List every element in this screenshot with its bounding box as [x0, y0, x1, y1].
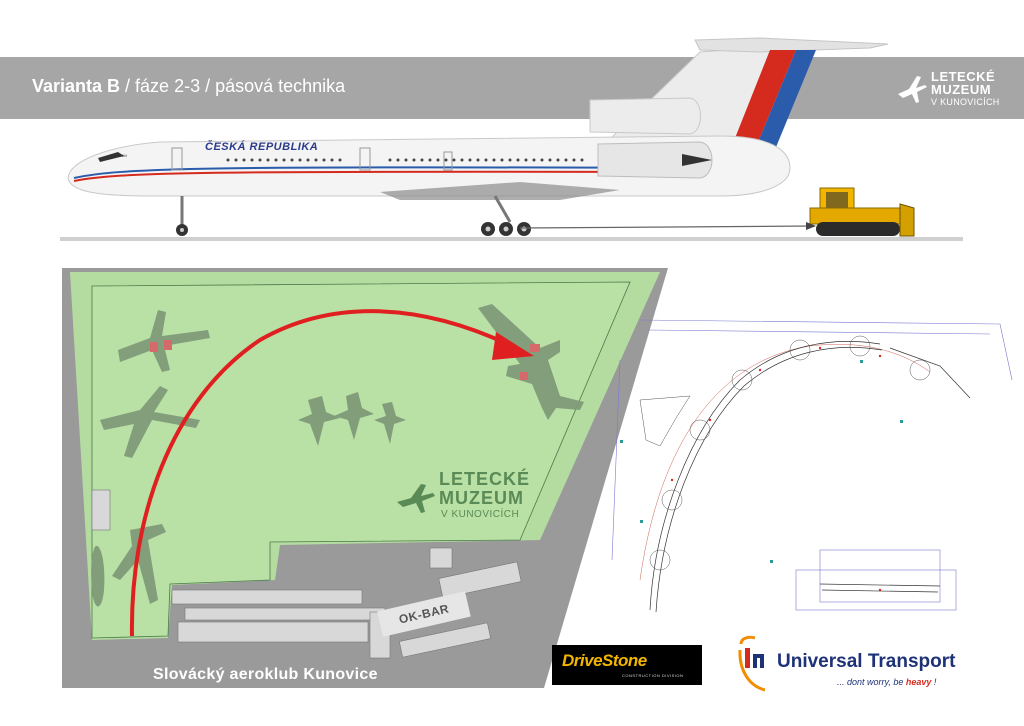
drivestone-logo: DriveStone CONSTRUCTION DIVISION	[552, 645, 702, 685]
ground-line	[60, 237, 963, 241]
airplane-icon	[397, 484, 435, 513]
universal-transport-logo: Universal Transport ... dont worry, be h…	[735, 634, 985, 694]
drivestone-name: DriveStone	[562, 651, 647, 670]
museum-logo-line1: LETECKÉ	[931, 69, 996, 84]
museum-logo-line3: V KUNOVICÍCH	[931, 97, 1000, 107]
museum-logo-map: LETECKÉ MUZEUM V KUNOVICÍCH	[395, 470, 555, 530]
museum-logo-header: LETECKÉ MUZEUM V KUNOVICÍCH	[895, 68, 1005, 112]
livery-text: ČESKÁ REPUBLIKA	[205, 141, 319, 153]
ut-tag-suffix: !	[931, 677, 937, 687]
header-band	[0, 57, 1024, 119]
title-variant: Varianta B	[32, 76, 121, 96]
route-arrow-icon	[129, 309, 521, 637]
title-phase: / fáze 2-3 / pásová technika	[120, 76, 346, 96]
ut-logo-icon	[738, 635, 766, 692]
museum-map-line3: V KUNOVICÍCH	[441, 509, 520, 520]
museum-map-line1: LETECKÉ	[439, 469, 531, 489]
page-title: Varianta B / fáze 2-3 / pásová technika	[32, 76, 345, 97]
ut-tag-heavy: heavy	[905, 677, 932, 687]
ut-tagline: ... dont worry, be heavy !	[837, 677, 936, 687]
registration-text: TU-154M	[110, 153, 127, 158]
club-name: Slovácký aeroklub Kunovice	[153, 666, 378, 683]
drivestone-sub: CONSTRUCTION DIVISION	[622, 673, 684, 678]
airplane-icon	[898, 76, 927, 103]
museum-logo-line2: MUZEUM	[931, 82, 992, 97]
ut-name: Universal Transport	[777, 651, 956, 672]
ut-tag-prefix: ... dont worry, be	[837, 677, 906, 687]
museum-map-line2: MUZEUM	[439, 488, 524, 508]
